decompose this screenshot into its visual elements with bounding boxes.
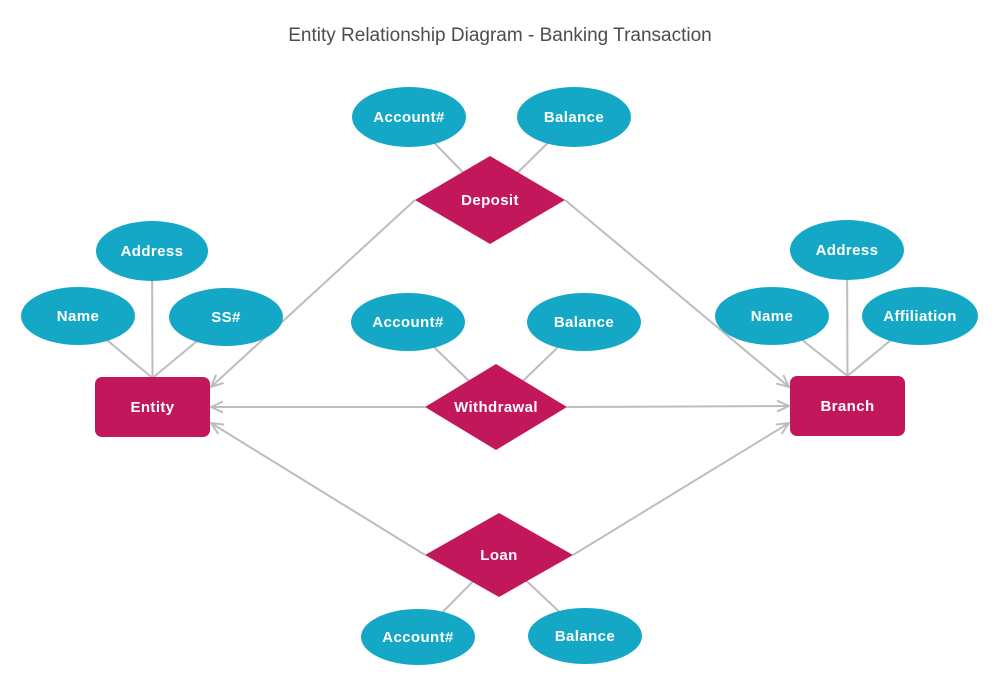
branch-address-ellipse-shape [790, 220, 904, 280]
loan-account-ellipse-shape [361, 609, 475, 665]
attribute-withdrawal-account: Account# [351, 293, 465, 351]
entity-address-label: Address [121, 243, 184, 260]
entity-rect-shape [95, 377, 210, 437]
loan-diamond-shape [425, 513, 573, 597]
branch-address-label: Address [816, 242, 879, 259]
attribute-entity-address: Address [96, 221, 208, 281]
relationship-loan: Loan [425, 513, 573, 597]
branch-name-label: Name [751, 308, 793, 325]
loan-balance-ellipse-shape [528, 608, 642, 664]
connector-deposit-branch [564, 199, 791, 389]
withdrawal-label: Withdrawal [454, 399, 538, 416]
branch-affiliation-label: Affiliation [883, 308, 957, 325]
diagram-title: Entity Relationship Diagram - Banking Tr… [288, 25, 711, 46]
entity-node-branch: Branch [790, 376, 905, 436]
loan-label: Loan [480, 547, 517, 564]
attribute-branch-affiliation: Affiliation [862, 287, 978, 345]
connector-loan-entity [208, 421, 426, 556]
attribute-deposit-account: Account# [352, 87, 466, 147]
relationship-withdrawal: Withdrawal [425, 364, 567, 450]
entity-address-ellipse-shape [96, 221, 208, 281]
attribute-deposit-balance: Balance [517, 87, 631, 147]
loan-balance-label: Balance [555, 628, 615, 645]
attribute-loan-account: Account# [361, 609, 475, 665]
entity-name-ellipse-shape [21, 287, 135, 345]
branch-label: Branch [820, 398, 874, 415]
entity-ss-ellipse-shape [169, 288, 283, 346]
connector-deposit-entity [209, 199, 416, 389]
branch-name-ellipse-shape [715, 287, 829, 345]
withdrawal-diamond-shape [425, 364, 567, 450]
withdrawal-account-label: Account# [372, 314, 444, 331]
attribute-branch-address: Address [790, 220, 904, 280]
entity-label: Entity [130, 399, 174, 416]
deposit-account-ellipse-shape [352, 87, 466, 147]
withdrawal-balance-label: Balance [554, 314, 614, 331]
branch-affiliation-ellipse-shape [862, 287, 978, 345]
withdrawal-account-ellipse-shape [351, 293, 465, 351]
branch-rect-shape [790, 376, 905, 436]
deposit-account-label: Account# [373, 109, 445, 126]
attribute-withdrawal-balance: Balance [527, 293, 641, 351]
entity-node-entity: Entity [95, 377, 210, 437]
connector-withdrawal-branch [566, 399, 792, 413]
attribute-loan-balance: Balance [528, 608, 642, 664]
deposit-balance-ellipse-shape [517, 87, 631, 147]
attribute-branch-name: Name [715, 287, 829, 345]
deposit-balance-label: Balance [544, 109, 604, 126]
entity-name-label: Name [57, 308, 99, 325]
entity-ss-label: SS# [211, 309, 241, 326]
deposit-label: Deposit [461, 192, 519, 209]
withdrawal-balance-ellipse-shape [527, 293, 641, 351]
loan-account-label: Account# [382, 629, 454, 646]
relationship-deposit: Deposit [415, 156, 565, 244]
connector-loan-branch [572, 421, 792, 556]
attribute-entity-ss: SS# [169, 288, 283, 346]
deposit-diamond-shape [415, 156, 565, 244]
attribute-entity-name: Name [21, 287, 135, 345]
